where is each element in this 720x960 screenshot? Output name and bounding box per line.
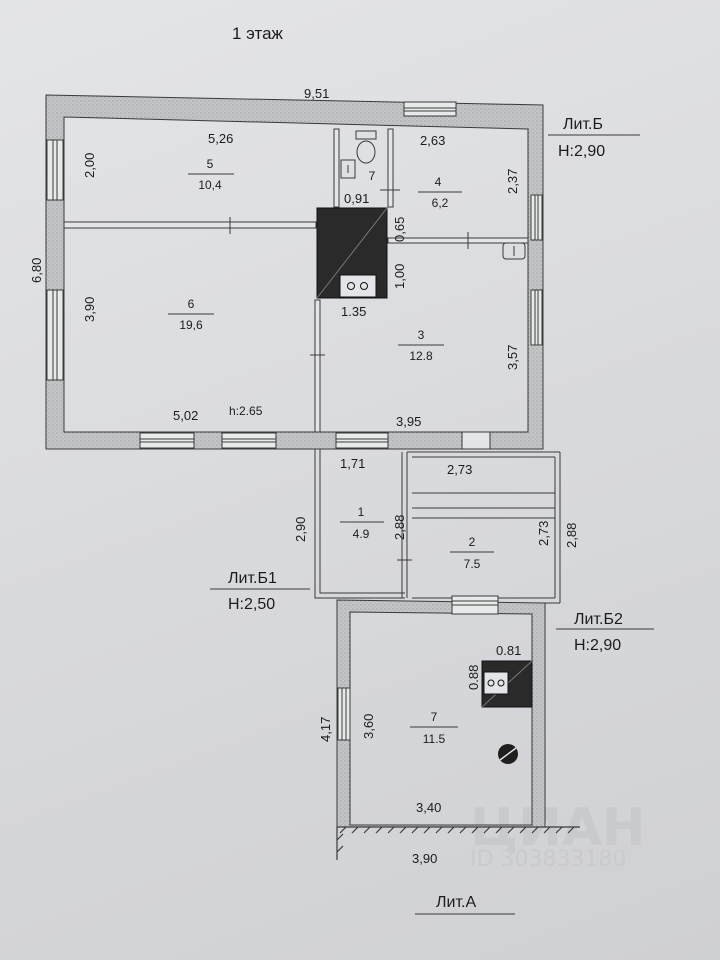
dim-room3-height: 3,57: [505, 345, 520, 370]
lit-b1-label: Лит.Б1 Н:2,50: [210, 570, 310, 613]
room-label-3: 3 12.8: [398, 328, 444, 363]
chimney-block: [316, 207, 388, 299]
dim-room3-width: 3,95: [396, 414, 421, 429]
floor-title: 1 этаж: [232, 24, 284, 43]
stove-block: [481, 660, 533, 708]
room-number: 7: [369, 169, 376, 183]
room-number: 2: [469, 535, 476, 549]
lit-b2-height: Н:2,90: [574, 637, 621, 654]
dim-room4-width: 2,63: [420, 133, 445, 148]
room-label-7: 7 11.5: [410, 710, 458, 746]
room-number: 5: [207, 157, 214, 171]
dim-ceiling-height: h:2.65: [229, 404, 263, 418]
room-area: 19,6: [179, 318, 203, 332]
dim-room7-height-inner: 3,60: [361, 714, 376, 739]
interior-partitions: [63, 128, 529, 433]
dim-room1-height-outer: 2,90: [293, 517, 308, 542]
room-number: 6: [188, 297, 195, 311]
sink-icon: [502, 242, 526, 260]
lit-b-height: Н:2,90: [558, 143, 605, 160]
dim-room5-width: 5,26: [208, 131, 233, 146]
dim-room7-width: 3,40: [416, 800, 441, 815]
room-number: 7: [431, 710, 438, 724]
room-number: 4: [435, 175, 442, 189]
dimension-labels: 9,51 5,26 2,63 0,91 1.35 5,02 h:2.65 3,9…: [29, 86, 579, 866]
room-number: 1: [358, 505, 365, 519]
main-house-walls: [45, 94, 544, 450]
watermark-brand: ЦИАН: [470, 798, 646, 858]
lit-b-label: Лит.Б Н:2,90: [548, 116, 640, 160]
room-label-1: 1 4.9: [340, 505, 384, 541]
room-label-4: 4 6,2: [418, 175, 462, 210]
dim-hall-height: 1,00: [392, 264, 407, 289]
dim-bath-height: 0,65: [392, 217, 407, 242]
room-number: 3: [418, 328, 425, 342]
room-area: 7.5: [464, 557, 481, 571]
dim-room4-height: 2,37: [505, 169, 520, 194]
room-label-5: 5 10,4: [188, 157, 234, 192]
lit-a-label: Лит.А: [415, 894, 515, 915]
dim-room1-width: 1,71: [340, 456, 365, 471]
room-area: 4.9: [353, 527, 370, 541]
dim-room7-height-outer: 4,17: [318, 717, 333, 742]
dim-room6-width: 5,02: [173, 408, 198, 423]
door-opening: [461, 431, 491, 450]
dim-stove2-width: 0.81: [496, 643, 521, 658]
dim-room5-height: 2,00: [82, 153, 97, 178]
dim-room6-height: 3,90: [82, 297, 97, 322]
toilet-icon: [355, 130, 377, 164]
dim-room2-height-inner: 2,73: [536, 521, 551, 546]
room-area: 6,2: [432, 196, 449, 210]
dim-bottom-width: 3,90: [412, 851, 437, 866]
dim-room1-height-inner: 2,88: [392, 515, 407, 540]
lit-b-name: Лит.Б: [563, 116, 603, 133]
extension-b1-walls: [314, 449, 561, 604]
dim-room2-height-outer: 2,88: [564, 523, 579, 548]
boiler-icon: [498, 744, 518, 764]
room-area: 11.5: [423, 732, 446, 746]
watermark-id: ID 303833180: [470, 847, 626, 872]
room-label-2: 2 7.5: [450, 535, 494, 571]
lit-a-name: Лит.А: [436, 894, 476, 911]
dim-room2-width: 2,73: [447, 462, 472, 477]
room-label-7-bath: 7: [369, 169, 376, 183]
lit-b2-name: Лит.Б2: [574, 611, 623, 628]
dim-stove-width: 1.35: [341, 304, 366, 319]
room-label-6: 6 19,6: [168, 297, 214, 332]
windows: [46, 101, 543, 449]
lit-b1-height: Н:2,50: [228, 596, 275, 613]
sink-icon: [340, 159, 356, 179]
dim-top-width: 9,51: [304, 86, 329, 101]
room-area: 12.8: [409, 349, 433, 363]
dim-bath-width: 0,91: [344, 191, 369, 206]
ground-line: [336, 826, 580, 860]
extension-b2-walls: [336, 595, 546, 828]
dim-left-height: 6,80: [29, 258, 44, 283]
lit-b1-name: Лит.Б1: [228, 570, 277, 587]
room-area: 10,4: [198, 178, 222, 192]
lit-b2-label: Лит.Б2 Н:2,90: [556, 611, 654, 654]
dim-stove2-height: 0.88: [466, 665, 481, 690]
